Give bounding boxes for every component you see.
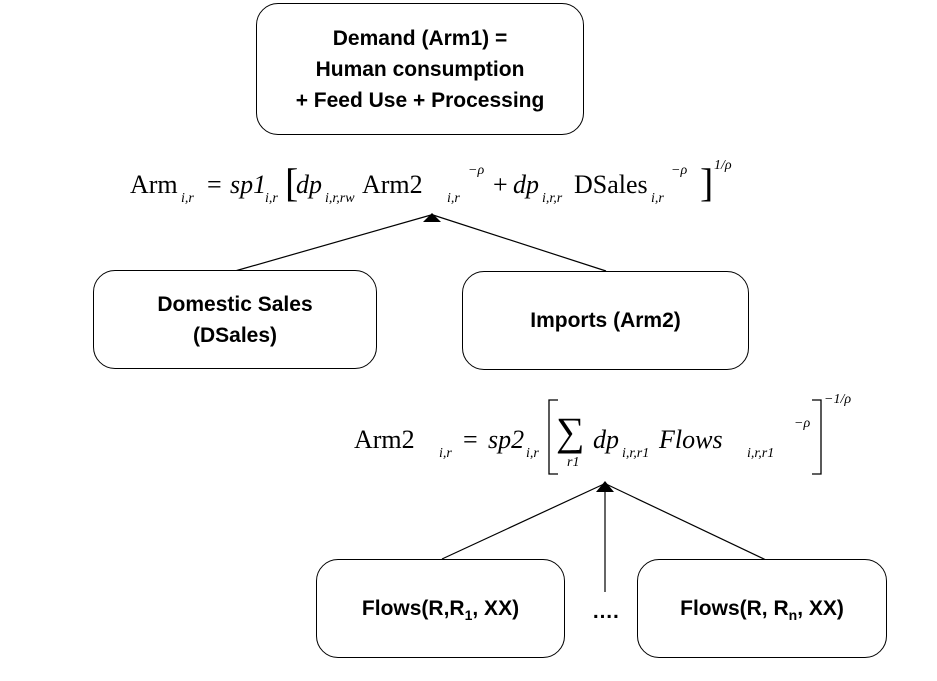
demand-line-3: + Feed Use + Processing [295,88,545,112]
connector-flowsn-to-eq2 [605,483,767,561]
domestic-sales-box: Domestic Sales (DSales) [93,270,377,369]
eq2-inner-exp: −ρ [794,416,811,431]
flows1-suffix: , XX) [472,597,520,620]
connector-flows1-to-eq2 [441,483,605,560]
ellipsis-text: …. [592,600,619,623]
eq2-coef: sp2 [488,425,525,454]
domestic-line-1: Domestic Sales [157,292,313,316]
eq1-term1-var: Arm2 [362,170,423,199]
flows1-prefix: Flows(R,R [361,597,465,620]
eq2-left-bracket [548,399,558,475]
eq2-coef-sub: i,r [526,446,539,461]
flows1-sub: 1 [464,607,473,623]
eq1-plus: + [493,170,508,199]
eq1-term1-share: dp [296,170,322,199]
imports-box: Imports (Arm2) [462,271,749,370]
eq1-equals: = [207,170,222,199]
eq2-share: dp [593,425,619,454]
domestic-line-2: (DSales) [192,323,278,347]
eq1-term2-share: dp [513,170,539,199]
eq1-term2-exp: −ρ [671,163,688,178]
eq1-term2-var-sub: i,r [651,191,664,206]
eq1-outer-exp: 1/ρ [714,158,732,173]
eq2-lhs: Arm2 [354,425,415,454]
arrowhead-eq2 [596,481,614,492]
eq2-sum-index: r1 [567,455,580,470]
eq1-left-bracket: [ [285,160,299,205]
eq2-sum: ∑ [556,409,585,454]
eq1-coef-sub: i,r [265,191,278,206]
eq1-right-bracket: ] [700,160,714,205]
flowsn-suffix: , XX) [797,597,844,620]
eq1-term2-share-sub: i,r,r [542,191,563,206]
eq2-var: Flows [659,425,723,454]
eq1-term1-var-sub: i,r [447,191,460,206]
eq1-lhs-sub: i,r [181,191,194,206]
eq1-lhs: Arm [130,170,178,199]
flowsn-sub: n [788,607,798,623]
eq2-equals: = [463,425,478,454]
eq1-coef: sp1 [230,170,267,199]
demand-line-1: Demand (Arm1) = [332,26,508,50]
eq1-term1-share-sub: i,r,rw [325,191,355,206]
eq2-var-sub: i,r,r1 [747,446,775,461]
arrowhead-eq1 [423,213,441,222]
eq2-outer-exp: −1/ρ [824,392,852,407]
imports-line-1: Imports (Arm2) [530,309,681,332]
flowsn-prefix: Flows(R, R [680,597,789,620]
demand-line-2: Human consumption [315,57,525,81]
eq2-right-bracket [812,399,822,475]
demand-box: Demand (Arm1) = Human consumption + Feed… [256,3,584,135]
eq2-lhs-sub: i,r [439,446,452,461]
eq1-term2-var: DSales [574,170,648,199]
eq1-term1-exp: −ρ [468,163,485,178]
connector-imports-to-eq1 [432,214,607,272]
connector-domestic-to-eq1 [234,214,432,272]
eq2-share-sub: i,r,r1 [622,446,650,461]
